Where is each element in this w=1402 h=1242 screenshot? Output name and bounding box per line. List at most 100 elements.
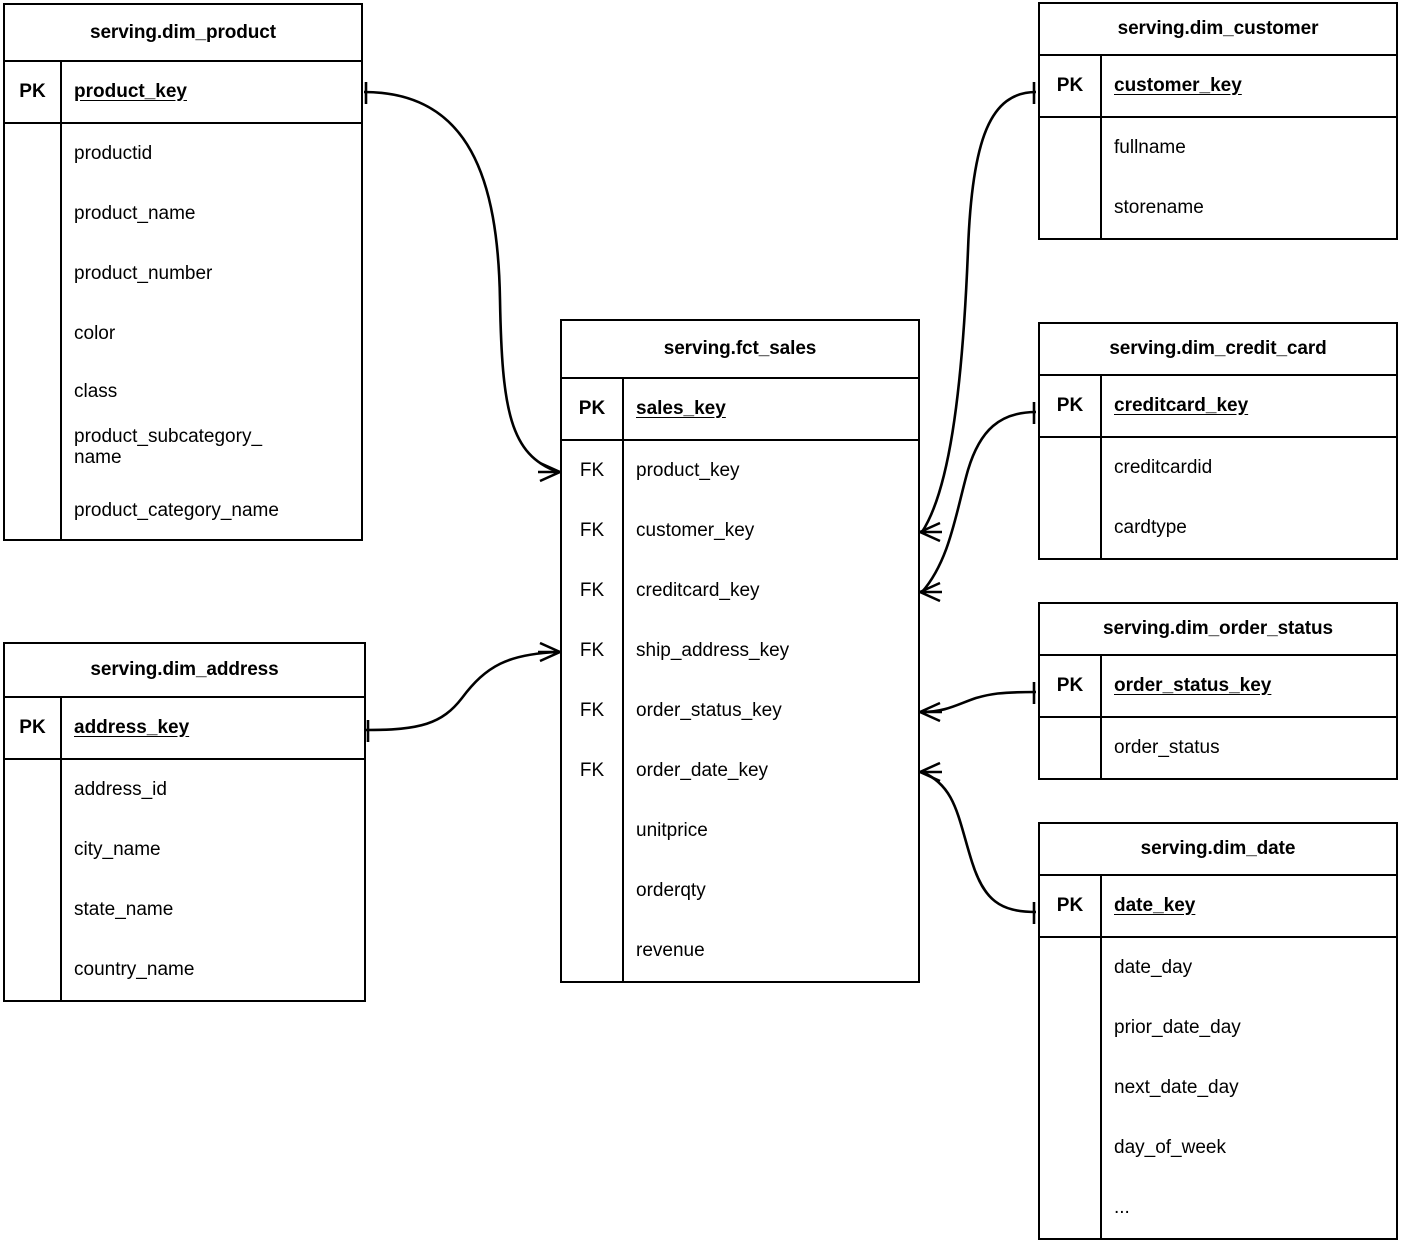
entity-dim-product[interactable]: serving.dim_product PK product_key produ… [3, 3, 363, 541]
field-fct-product-key: product_key [636, 459, 740, 481]
attr-namecol-dim-customer: fullname storename [1102, 118, 1396, 238]
field-revenue: revenue [636, 939, 705, 961]
entity-rows-dim-product: PK product_key productid product_name pr… [5, 62, 361, 539]
entity-title-fct-sales: serving.fct_sales [562, 321, 918, 379]
field-fct-order-date-key: order_date_key [636, 759, 769, 781]
pk-badge-dim-address: PK [5, 698, 62, 758]
entity-rows-dim-customer: PK customer_key fullname storename [1040, 56, 1396, 238]
attr-rows-dim-product: productid product_name product_number co… [5, 124, 361, 539]
field-storename: storename [1114, 196, 1204, 218]
entity-title-dim-credit-card: serving.dim_credit_card [1040, 324, 1396, 376]
entity-dim-customer[interactable]: serving.dim_customer PK customer_key ful… [1038, 2, 1398, 240]
entity-title-dim-date: serving.dim_date [1040, 824, 1396, 876]
pk-field-dim-date: date_key [1114, 894, 1196, 916]
entity-rows-dim-credit-card: PK creditcard_key creditcardid cardtype [1040, 376, 1396, 558]
field-class: class [74, 380, 118, 402]
attr-keycol-dim-date [1040, 938, 1102, 1238]
field-ellipsis: ... [1114, 1196, 1130, 1218]
entity-rows-dim-date: PK date_key date_day prior_date_day next… [1040, 876, 1396, 1238]
entity-title-dim-address: serving.dim_address [5, 644, 364, 698]
pk-field-dim-customer: customer_key [1114, 74, 1242, 96]
entity-fct-sales[interactable]: serving.fct_sales PK sales_key FK FK FK … [560, 319, 920, 983]
relationship-creditcard [921, 410, 1037, 593]
entity-dim-date[interactable]: serving.dim_date PK date_key date_day pr… [1038, 822, 1398, 1240]
field-country-name: country_name [74, 958, 195, 980]
fk-badge-product-key: FK [579, 460, 605, 481]
field-cardtype: cardtype [1114, 516, 1187, 538]
pk-row-dim-customer[interactable]: PK customer_key [1040, 56, 1396, 118]
field-fct-creditcard-key: creditcard_key [636, 579, 760, 601]
pk-field-fct-sales: sales_key [636, 397, 726, 419]
attr-rows-dim-address: address_id city_name state_name country_… [5, 760, 364, 1000]
entity-title-dim-order-status: serving.dim_order_status [1040, 604, 1396, 656]
attr-keycol-fct-sales: FK FK FK FK FK FK [562, 441, 624, 981]
pk-name-col-dim-date: date_key [1102, 876, 1396, 936]
attr-rows-fct-sales: FK FK FK FK FK FK product_key customer_k… [562, 441, 918, 981]
entity-dim-address[interactable]: serving.dim_address PK address_key addre… [3, 642, 366, 1002]
crowsfoot-date [919, 761, 942, 783]
attr-rows-dim-credit-card: creditcardid cardtype [1040, 438, 1396, 558]
field-fct-ship-address-key: ship_address_key [636, 639, 790, 661]
field-product-name: product_name [74, 202, 196, 224]
field-product-subcategory-name: product_subcategory_ name [74, 426, 263, 469]
fk-badge-customer-key: FK [579, 520, 605, 541]
pk-name-col-fct-sales: sales_key [624, 379, 918, 439]
attr-namecol-dim-product: productid product_name product_number co… [62, 124, 361, 539]
pk-row-dim-product[interactable]: PK product_key [5, 62, 361, 124]
relationship-customer [920, 90, 1037, 533]
field-date-day: date_day [1114, 956, 1193, 978]
field-day-of-week: day_of_week [1114, 1136, 1226, 1158]
pk-name-col-dim-product: product_key [62, 62, 361, 122]
entity-title-dim-customer: serving.dim_customer [1040, 4, 1396, 56]
attr-namecol-fct-sales: product_key customer_key creditcard_key … [624, 441, 918, 981]
field-state-name: state_name [74, 898, 174, 920]
pk-name-col-dim-customer: customer_key [1102, 56, 1396, 116]
field-address-id: address_id [74, 778, 167, 800]
pk-name-col-dim-credit-card: creditcard_key [1102, 376, 1396, 436]
pk-field-dim-credit-card: creditcard_key [1114, 394, 1249, 416]
field-prior-date-day: prior_date_day [1114, 1016, 1241, 1038]
pk-badge-dim-order-status: PK [1040, 656, 1102, 716]
fk-badge-ship-address-key: FK [579, 640, 605, 661]
attr-keycol-dim-credit-card [1040, 438, 1102, 558]
attr-namecol-dim-date: date_day prior_date_day next_date_day da… [1102, 938, 1396, 1238]
pk-row-dim-credit-card[interactable]: PK creditcard_key [1040, 376, 1396, 438]
relationship-orderstatus [921, 690, 1037, 714]
crowsfoot-product [538, 461, 561, 483]
pk-field-dim-product: product_key [74, 80, 187, 102]
crowsfoot-orderstatus [919, 701, 942, 723]
pk-badge-dim-customer: PK [1040, 56, 1102, 116]
pk-field-dim-order-status: order_status_key [1114, 674, 1272, 696]
fk-badge-order-date-key: FK [579, 760, 605, 781]
relationship-address [365, 650, 559, 732]
entity-rows-dim-address: PK address_key address_id city_name stat… [5, 698, 364, 1000]
pk-badge-dim-credit-card: PK [1040, 376, 1102, 436]
entity-dim-order-status[interactable]: serving.dim_order_status PK order_status… [1038, 602, 1398, 780]
pk-row-dim-date[interactable]: PK date_key [1040, 876, 1396, 938]
attr-keycol-dim-customer [1040, 118, 1102, 238]
fk-badge-order-status-key: FK [579, 700, 605, 721]
pk-row-dim-address[interactable]: PK address_key [5, 698, 364, 760]
key-badge-unitprice [562, 801, 622, 861]
entity-dim-credit-card[interactable]: serving.dim_credit_card PK creditcard_ke… [1038, 322, 1398, 560]
field-city-name: city_name [74, 838, 161, 860]
crowsfoot-creditcard [919, 581, 942, 603]
field-orderqty: orderqty [636, 879, 706, 901]
pk-name-col-dim-address: address_key [62, 698, 364, 758]
field-creditcardid: creditcardid [1114, 456, 1213, 478]
entity-title-dim-product: serving.dim_product [5, 5, 361, 62]
field-product-category-name: product_category_name [74, 499, 279, 521]
relationship-product [363, 90, 559, 474]
relationship-date [921, 770, 1037, 914]
field-productid: productid [74, 142, 153, 164]
field-fullname: fullname [1114, 136, 1186, 158]
crowsfoot-address [538, 641, 561, 663]
attr-namecol-dim-credit-card: creditcardid cardtype [1102, 438, 1396, 558]
field-color: color [74, 322, 116, 344]
field-fct-order-status-key: order_status_key [636, 699, 782, 721]
attr-namecol-dim-order-status: order_status [1102, 718, 1396, 778]
crowsfoot-customer [919, 521, 942, 543]
pk-row-fct-sales[interactable]: PK sales_key [562, 379, 918, 441]
attr-keycol-dim-product [5, 124, 62, 539]
pk-row-dim-order-status[interactable]: PK order_status_key [1040, 656, 1396, 718]
